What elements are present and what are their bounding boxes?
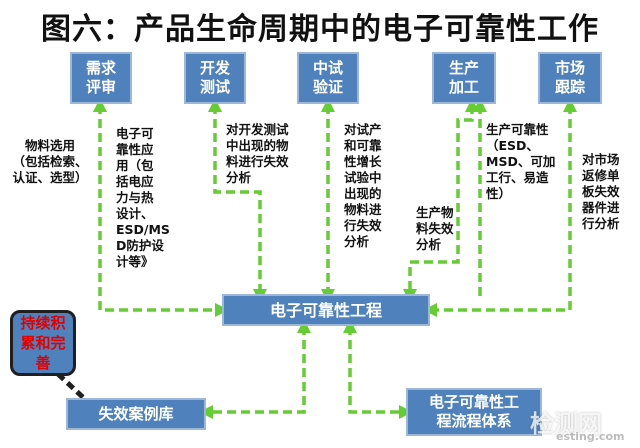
req-review-box: 需求 评审 <box>70 52 132 104</box>
production-box: 生产 加工 <box>432 52 496 104</box>
note-material-selection: 物料选用 （包括检索、 认证、选型） <box>12 138 88 185</box>
market-track-box: 市场 跟踪 <box>538 52 602 104</box>
page-title: 图六：产品生命周期中的电子可靠性工作 <box>41 12 599 47</box>
reliability-engineering-box: 电子可靠性工程 <box>222 294 430 326</box>
arrow-center-fail-lib <box>199 319 311 419</box>
process-system-box: 电子可靠性工 程流程体系 <box>406 388 542 436</box>
note-trial-failure: 对试产 和可靠 性增长 试验中 出现的 物料进 行失效 分析 <box>344 122 382 249</box>
mid-verify-box: 中试 验证 <box>297 52 359 104</box>
dev-test-box: 开发 测试 <box>184 52 246 104</box>
arrow-prod-to-center-a <box>403 98 479 303</box>
arrow-dev-to-center <box>208 98 267 303</box>
arrow-center-flow <box>343 319 413 419</box>
callout-tail <box>56 372 90 404</box>
note-production-reliability: 生产可靠性 （ESD、 MSD、可加 工行、易造 性） <box>486 122 556 201</box>
note-dev-test-failure: 对开发测试 中出现的物 料进行失效 分析 <box>226 122 289 185</box>
note-reliability-application: 电子可 靠性应 用（包 括电应 力与热 设计、 ESD/MS D防护设 计等》 <box>116 126 170 269</box>
note-production-failure: 生产物 料失效 分析 <box>416 205 454 252</box>
arrow-req-to-center <box>93 98 229 317</box>
failure-case-library-box: 失效案例库 <box>66 398 206 430</box>
continuous-improvement-callout: 持续积 累和完 善 <box>10 310 76 376</box>
arrow-market-to-center <box>423 98 577 317</box>
watermark-subtext: esting.com <box>556 430 625 443</box>
note-market-failure: 对市场 返修单 板失效 器件进 行分析 <box>582 152 620 231</box>
watermark-text: 检测网 <box>530 410 602 438</box>
